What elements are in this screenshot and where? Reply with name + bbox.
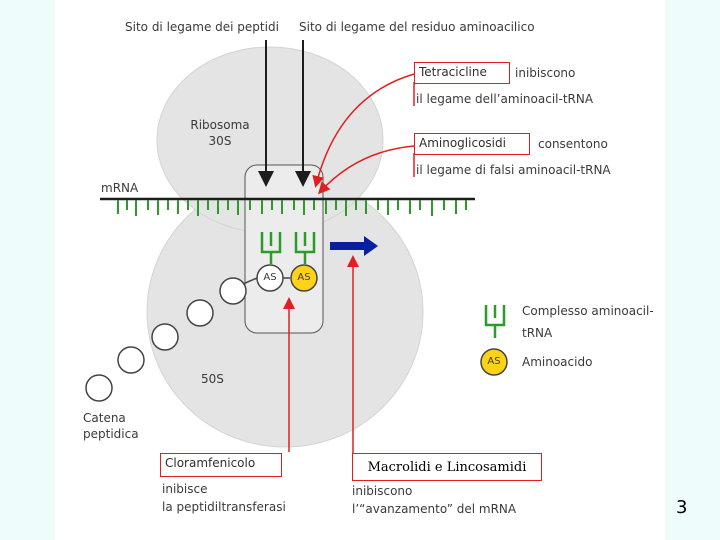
peptide-chain-label-line1: Catena (83, 411, 126, 425)
ribosome-channel (244, 164, 324, 334)
legend-complex-line2: tRNA (522, 326, 553, 340)
chloramphenicol-effect: la peptidiltransferasi (162, 500, 286, 514)
mrna-advance-arrow (330, 236, 378, 256)
aminoacid-incoming (290, 264, 318, 292)
legend-aminoacid-symbol: AS (487, 356, 501, 367)
tetracycline-effect: il legame dell’aminoacil-tRNA (416, 92, 594, 106)
aminoacid-incoming-label: AS (297, 272, 311, 283)
chloramphenicol-verb: inibisce (162, 482, 208, 496)
aminoglycoside-box: Aminoglicosidi (414, 133, 530, 155)
peptide-bond (242, 277, 258, 285)
aminoacid-bound-label: AS (263, 272, 277, 283)
aminoglycoside-name: Aminoglicosidi (419, 136, 506, 150)
mrna-strand (100, 197, 475, 216)
legend-aminoacid-label: Aminoacido (522, 355, 593, 369)
aminoacid-bound (256, 264, 284, 292)
aminoacyl-site-label: Sito di legame del residuo aminoacilico (299, 20, 535, 34)
macrolide-caption: Macrolidi e Lincosamidi (352, 453, 542, 481)
tetracycline-verb: inibiscono (515, 66, 576, 80)
ribosome-30s-label-line1: Ribosoma (190, 118, 250, 132)
tetracycline-name: Tetracicline (419, 65, 487, 79)
macrolide-effect: l’“avanzamento” del mRNA (352, 502, 517, 516)
tetracycline-box: Tetracicline (414, 62, 510, 84)
trna-complex-right (294, 232, 316, 264)
macrolide-verb: inibiscono (352, 484, 413, 498)
chloramphenicol-name: Cloramfenicolo (165, 456, 256, 470)
chloramphenicol-box: Cloramfenicolo (160, 453, 282, 477)
aminoglycoside-effect: il legame di falsi aminoacil-tRNA (416, 163, 611, 177)
aminoglycoside-verb: consentono (538, 137, 608, 151)
peptide-site-label: Sito di legame dei peptidi (125, 20, 279, 34)
peptide-chain (85, 277, 247, 402)
mrna-label: mRNA (101, 181, 139, 195)
legend-complex-line1: Complesso aminoacil- (522, 304, 654, 318)
trna-complex-left (260, 232, 282, 264)
legend-aminoacid-icon (480, 348, 508, 376)
legend-trna-icon (484, 305, 506, 338)
page-number: 3 (676, 497, 688, 518)
ribosome-30s-label-line2: 30S (208, 134, 232, 148)
tetracycline-arrow (312, 73, 415, 188)
peptide-chain-label-line2: peptidica (83, 427, 139, 441)
ribosome-50s-label: 50S (201, 372, 224, 386)
aminoglycoside-arrow (317, 145, 415, 195)
